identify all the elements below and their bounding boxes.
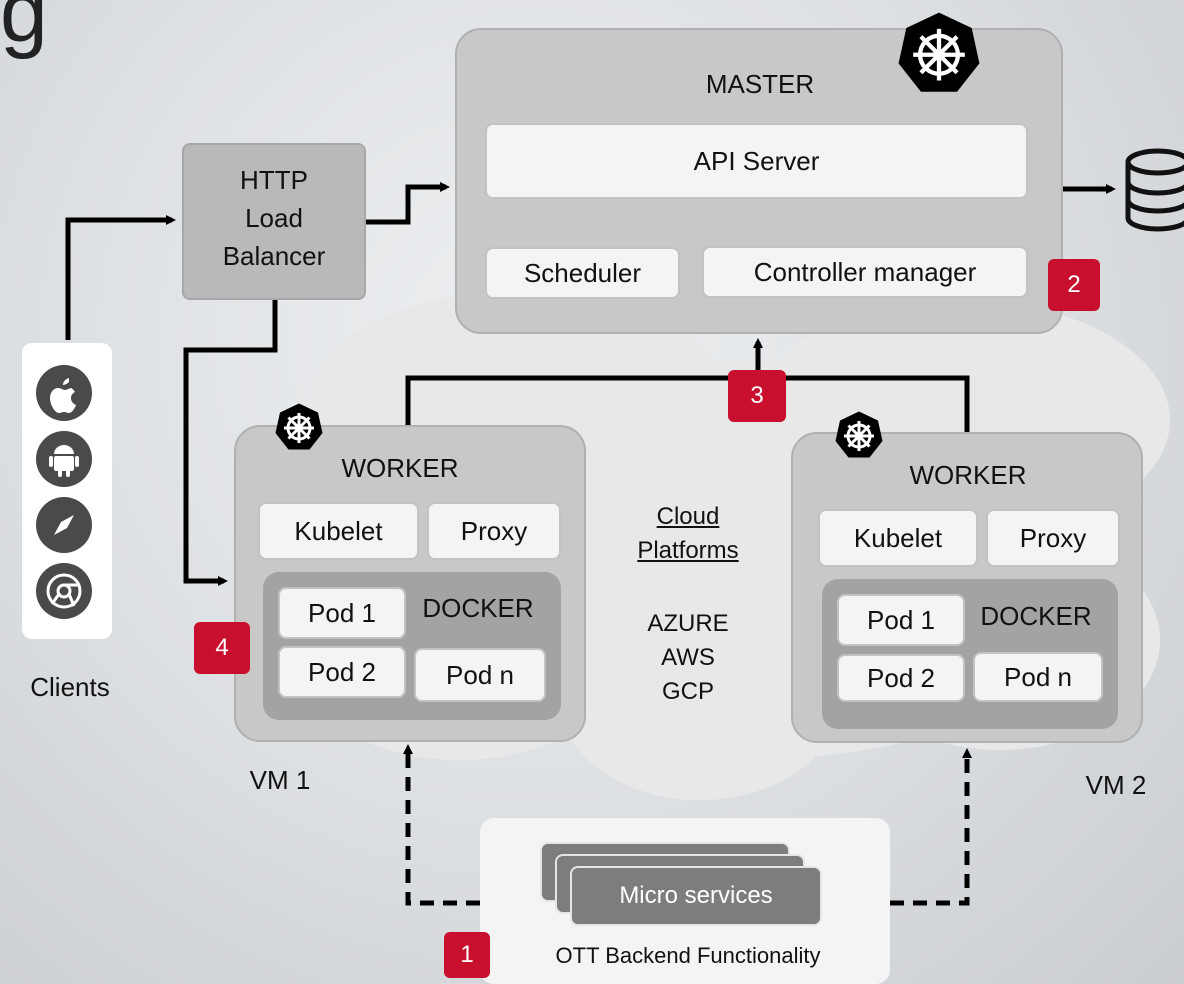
database-icon [1125, 148, 1184, 232]
cloud-provider-gcp: GCP [661, 678, 714, 705]
worker1-pod1: Pod 1 [278, 587, 406, 639]
worker1-proxy: Proxy [427, 502, 561, 560]
badge-4: 4 [194, 622, 250, 674]
worker2-pod1: Pod 1 [837, 594, 965, 646]
page-title-fragment: g [0, 0, 48, 60]
worker2-podn: Pod n [973, 652, 1103, 702]
backend-label: OTT Backend Functionality [555, 943, 821, 968]
badge-3: 3 [728, 370, 786, 422]
safari-icon [36, 497, 92, 553]
master-title: MASTER [705, 68, 815, 99]
lb-to-master-line [366, 182, 450, 225]
cloud-heading-line2: Platforms [637, 537, 739, 564]
vm2-label: VM 2 [1085, 769, 1147, 800]
vm1-label: VM 1 [249, 764, 311, 795]
lb-to-worker1-line [183, 300, 278, 586]
clients-label: Clients [30, 671, 110, 702]
worker2-kubelet: Kubelet [818, 509, 978, 567]
android-icon [36, 431, 92, 487]
worker2-docker-label: DOCKER [980, 600, 1092, 631]
badge-1: 1 [444, 932, 490, 978]
cloud-provider-azure: AZURE [647, 610, 729, 637]
worker2-kubernetes-icon [835, 411, 883, 458]
worker1-docker-label: DOCKER [422, 592, 534, 623]
backend-to-vm1-line [403, 744, 480, 906]
badge-2: 2 [1048, 259, 1100, 311]
lb-line3: Balancer [222, 240, 326, 271]
controller-manager-box: Controller manager [702, 246, 1028, 298]
worker1-kubelet: Kubelet [258, 502, 419, 560]
load-balancer-box [182, 143, 366, 300]
scheduler-box: Scheduler [485, 247, 680, 299]
microservices-card: Micro services [570, 866, 822, 926]
cloud-provider-aws: AWS [661, 644, 715, 671]
worker2-proxy: Proxy [986, 509, 1120, 567]
chrome-icon [36, 563, 92, 619]
workers-to-master-line [405, 375, 970, 436]
lb-line1: HTTP [240, 164, 308, 195]
worker1-title: WORKER [341, 452, 459, 483]
worker1-kubernetes-icon [275, 403, 323, 450]
apple-icon [36, 365, 92, 421]
backend-to-vm2-line [890, 748, 972, 906]
clients-to-lb-line [65, 215, 176, 340]
kubernetes-logo-icon [898, 12, 980, 92]
worker2-title: WORKER [909, 459, 1027, 490]
api-server-box: API Server [485, 123, 1028, 199]
cloud-heading-line1: Cloud [656, 503, 720, 530]
worker1-podn: Pod n [414, 648, 546, 702]
lb-line2: Load [245, 202, 303, 233]
worker2-pod2: Pod 2 [837, 654, 965, 702]
worker1-pod2: Pod 2 [278, 646, 406, 698]
